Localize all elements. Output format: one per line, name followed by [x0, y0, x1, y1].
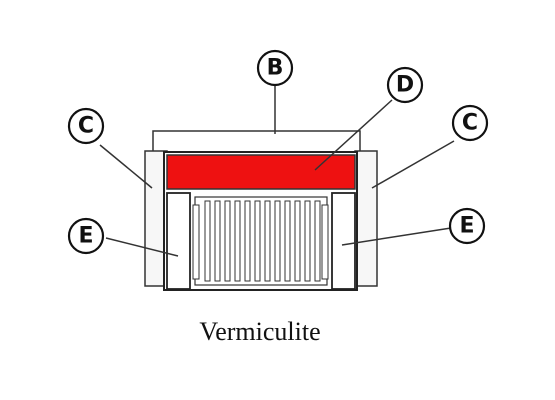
- callout-c-left-label: C: [78, 114, 94, 139]
- callout-d-label: D: [396, 73, 414, 98]
- leader-c-right: [371, 140, 455, 189]
- inner-liner-left: [166, 192, 191, 290]
- callout-b: B: [256, 49, 294, 87]
- callout-c-left: C: [67, 107, 105, 145]
- callout-c-right: C: [451, 104, 489, 142]
- callout-e-left: E: [67, 217, 105, 255]
- diagram-caption: Vermiculite: [199, 317, 320, 346]
- grate-slot: [254, 200, 261, 282]
- grate-slot: [234, 200, 241, 282]
- leader-e-right: [341, 227, 452, 246]
- grate-slot: [284, 200, 291, 282]
- callout-b-label: B: [267, 56, 284, 81]
- leader-c-left: [99, 144, 153, 189]
- callout-e-left-label: E: [78, 224, 93, 249]
- grate-slot: [224, 200, 231, 282]
- top-plate: [152, 130, 361, 154]
- leader-e-left: [105, 237, 179, 257]
- grate-tab-left: [192, 204, 200, 280]
- grate-slot: [294, 200, 301, 282]
- grate-slot: [264, 200, 271, 282]
- grate-slot: [304, 200, 311, 282]
- grate-slot: [214, 200, 221, 282]
- grate-tab-right: [321, 204, 329, 280]
- grate-slot: [314, 200, 321, 282]
- grate-slot: [204, 200, 211, 282]
- callout-e-right-label: E: [459, 214, 474, 239]
- leader-d: [314, 99, 393, 171]
- inner-liner-right: [331, 192, 356, 290]
- callout-c-right-label: C: [462, 111, 478, 136]
- callout-e-right: E: [448, 207, 486, 245]
- callout-d: D: [386, 66, 424, 104]
- grate-slot: [274, 200, 281, 282]
- grate-slot: [244, 200, 251, 282]
- grate-slots: [204, 200, 321, 282]
- side-panel-right-outer: [354, 150, 378, 287]
- red-heating-element: [166, 154, 356, 190]
